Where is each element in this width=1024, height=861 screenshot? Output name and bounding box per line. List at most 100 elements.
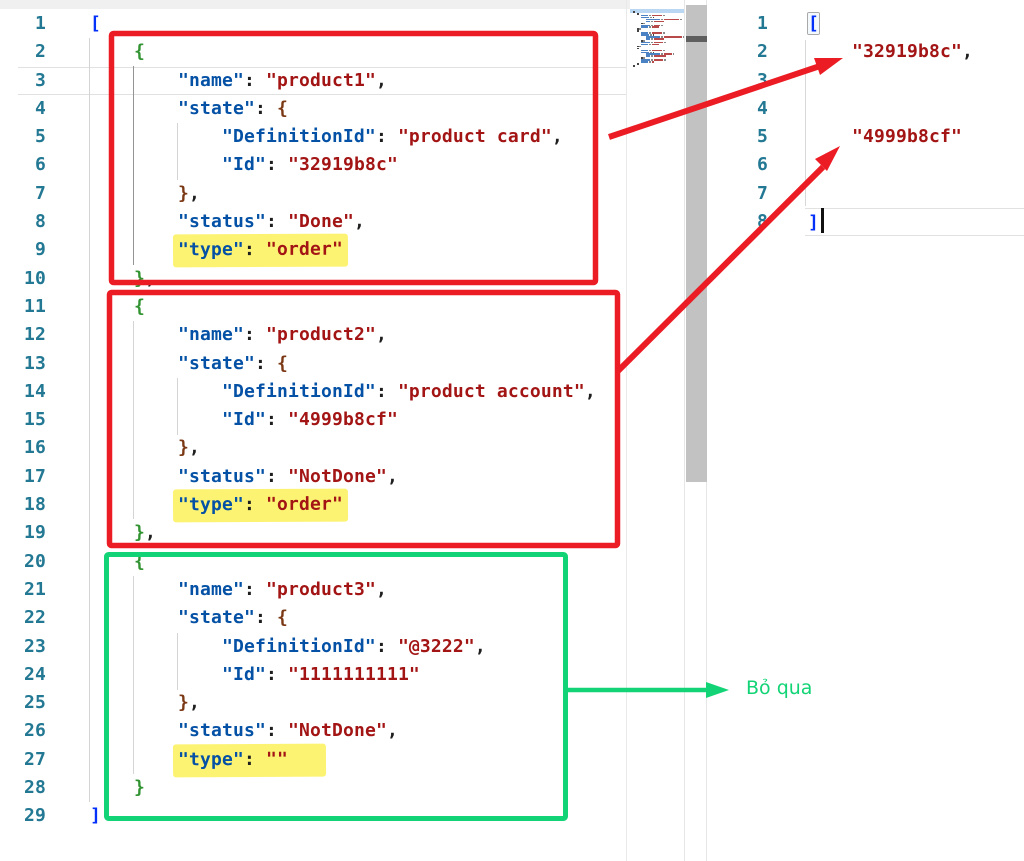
code-line[interactable]: [ [808,10,973,38]
minimap-line [641,59,650,61]
minimap-line [653,24,661,27]
line-number[interactable]: 19 [24,522,46,544]
line-number[interactable]: 18 [24,494,46,516]
code-token: { [90,550,145,572]
line-number[interactable]: 5 [757,126,768,148]
line-number[interactable]: 8 [35,211,46,233]
line-number[interactable]: 25 [24,692,46,714]
code-line[interactable]: "name": "product2", [90,321,596,349]
code-token [90,353,178,374]
code-line[interactable]: "Id": "32919b8c" [90,151,596,179]
line-number[interactable]: 6 [35,154,46,176]
code-line[interactable]: }, [90,689,596,717]
line-number[interactable]: 3 [757,69,768,91]
line-number[interactable]: 6 [757,154,768,176]
code-line[interactable]: [ [90,10,596,38]
code-line[interactable]: "status": "NotDone", [90,717,596,745]
line-number[interactable]: 22 [24,607,46,629]
line-number[interactable]: 10 [24,267,46,289]
line-number[interactable]: 14 [24,380,46,402]
code-token: , [386,465,398,487]
code-line[interactable]: "Id": "1111111111" [90,661,596,689]
line-number[interactable]: 4 [757,97,768,119]
minimap-line [637,47,639,50]
code-line[interactable]: "name": "product3", [90,576,596,604]
code-token [90,183,178,204]
code-line[interactable]: ] [90,802,596,830]
scrollbar-track[interactable] [684,0,707,861]
scrollbar-position-mark [686,36,707,42]
code-token [90,522,134,543]
code-line[interactable]: "status": "NotDone", [90,463,596,491]
line-number[interactable]: 5 [35,126,46,148]
line-number[interactable]: 9 [35,239,46,261]
right-code-area[interactable]: [ "32919b8c", "4999b8cf"] [808,10,973,236]
code-line[interactable]: "name": "product1", [90,67,596,95]
code-line[interactable]: }, [90,265,596,293]
code-token: , [353,211,365,233]
code-line[interactable]: } [90,774,596,802]
code-line[interactable]: "DefinitionId": "@3222", [90,633,596,661]
line-number[interactable]: 2 [757,41,768,63]
yellow-highlight: "type": "order" [172,233,349,269]
code-token [90,692,178,713]
left-code-area[interactable]: [ { "name": "product1", "state": { "Defi… [90,10,596,831]
code-line[interactable]: { [90,293,596,321]
line-number[interactable]: 8 [757,211,768,233]
line-number[interactable]: 20 [24,550,46,572]
minimap[interactable] [630,0,687,861]
line-number[interactable]: 29 [24,805,46,827]
code-line[interactable]: "state": { [90,95,596,123]
code-line[interactable]: { [90,548,596,576]
minimap-line [651,43,660,46]
code-line[interactable]: { [90,38,596,66]
code-line[interactable]: "DefinitionId": "product account", [90,378,596,406]
code-token: } [134,522,145,544]
code-line[interactable]: }, [90,180,596,208]
scrollbar-thumb[interactable] [686,5,707,482]
code-line[interactable]: "32919b8c", [808,38,973,66]
line-number[interactable]: 7 [35,182,46,204]
line-number[interactable]: 4 [35,97,46,119]
line-number[interactable]: 11 [24,295,46,317]
code-line[interactable] [808,151,973,179]
line-number[interactable]: 1 [757,13,768,34]
minimap-line [661,24,663,27]
line-number[interactable]: 3 [35,69,46,91]
minimap-line [664,18,680,21]
code-line[interactable] [808,67,973,95]
line-number[interactable]: 7 [757,182,768,204]
line-number[interactable]: 17 [24,465,46,487]
code-token: "name" [177,324,244,346]
line-number[interactable]: 13 [24,352,46,374]
code-line[interactable]: "status": "Done", [90,208,596,236]
line-number[interactable]: 23 [24,635,46,657]
line-number[interactable]: 24 [24,663,46,685]
line-number[interactable]: 26 [24,720,46,742]
code-token [808,126,852,147]
code-line[interactable]: "type": "order" [90,233,596,269]
line-number[interactable]: 2 [35,41,46,63]
line-number[interactable]: 21 [24,578,46,600]
line-number[interactable]: 12 [24,324,46,346]
line-number[interactable]: 15 [24,409,46,431]
code-line[interactable]: "state": { [90,350,596,378]
code-line[interactable]: }, [90,434,596,462]
code-line[interactable]: }, [90,519,596,547]
code-line[interactable] [808,95,973,123]
code-token: "product3" [265,578,376,600]
line-number[interactable]: 28 [24,777,46,799]
code-line[interactable]: "type": "order" [90,488,596,523]
minimap-line [680,18,682,21]
code-line[interactable]: "4999b8cf" [808,123,973,151]
code-line[interactable]: "state": { [90,604,596,632]
line-number[interactable]: 16 [24,437,46,459]
line-number[interactable]: 1 [35,13,46,34]
code-line[interactable]: ] [808,208,973,236]
line-number[interactable]: 27 [24,748,46,770]
code-line[interactable]: "DefinitionId": "product card", [90,123,596,151]
bracket-pair-guide [805,40,806,206]
code-line[interactable]: "type": "" [90,743,596,778]
code-line[interactable]: "Id": "4999b8cf" [90,406,596,434]
code-line[interactable] [808,180,973,208]
